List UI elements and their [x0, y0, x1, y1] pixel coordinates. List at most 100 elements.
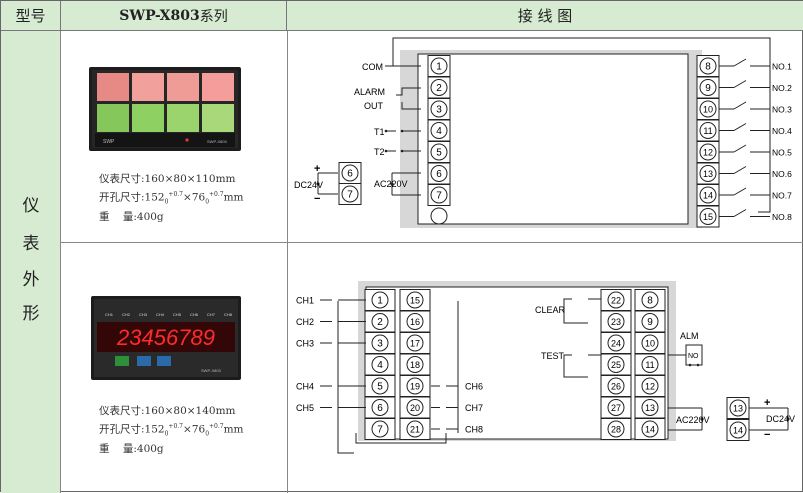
ch-label-left: CH3 [296, 339, 314, 349]
side-char-1: 仪 [22, 196, 40, 216]
ch-label-left: CH1 [296, 296, 314, 306]
row2-size-value: 160×80×140mm [144, 405, 236, 417]
led-block [132, 73, 164, 101]
led-block [167, 104, 199, 132]
terminal-1-number: 1 [436, 62, 442, 73]
dc-minus-label: − [314, 193, 320, 205]
header-wiring-label: 接 线 图 [517, 7, 573, 25]
terminal-5: 5 [427, 141, 451, 163]
ac220v-label: AC220V [374, 179, 408, 189]
side-column [1, 31, 61, 493]
terminal-14-number: 14 [703, 191, 713, 201]
row2-hole-w: 152 [144, 423, 165, 436]
row2-hole-x: × [183, 423, 192, 436]
device-ch-label: CH7 [207, 312, 216, 317]
terminal-18: 18 [399, 353, 431, 376]
terminal-28-number: 28 [611, 425, 621, 435]
svg-text:SWP: SWP [103, 139, 115, 145]
terminal-4: 4 [427, 119, 451, 142]
terminal-23: 23 [600, 310, 632, 333]
terminal-9: 9 [696, 76, 720, 99]
row2-specs: 仪表尺寸:160×80×140mm 开孔尺寸:1520+0.7×760+0.7m… [99, 404, 244, 457]
ch-label-right: CH8 [465, 425, 483, 435]
t1-label: T1 [374, 127, 385, 137]
row1-weight-value: 400g [136, 210, 164, 223]
terminal-13: 13 [634, 396, 666, 419]
row1-hole-w: 152 [144, 191, 165, 204]
header-series-model: SWP-X803 [119, 7, 200, 24]
alarm-label: ALARM [354, 87, 385, 97]
terminal-9-number: 9 [647, 317, 653, 328]
terminal-9-number: 9 [705, 83, 711, 94]
terminal-18-number: 18 [410, 360, 420, 370]
row2-hole-label: 开孔尺寸: [99, 423, 145, 436]
terminal-12-number: 12 [645, 382, 655, 392]
row1-size-label: 仪表尺寸: [99, 173, 145, 185]
row2-hole-h-tol-sup: +0.7 [209, 423, 224, 430]
terminal-20-number: 20 [410, 403, 420, 413]
row2-hole-h: 76 [191, 423, 206, 436]
terminal-21-number: 21 [410, 425, 420, 435]
header-model-label: 型号 [15, 7, 46, 25]
dc-terminal-6-number: 6 [347, 169, 353, 180]
dc24v-label: DC24V [294, 180, 323, 190]
terminal-7-number: 7 [436, 191, 442, 202]
terminal-26-number: 26 [611, 382, 621, 392]
side-char-4: 形 [22, 304, 40, 324]
terminal-20: 20 [399, 396, 431, 419]
terminal-15-number: 15 [703, 212, 713, 222]
terminal-5: 5 [364, 375, 396, 397]
alm-no-label: NO [688, 353, 699, 360]
row1-weight: 重 量:400g [99, 210, 244, 225]
side-char-3: 外 [22, 270, 40, 290]
terminal-4: 4 [364, 353, 396, 376]
terminal-2-number: 2 [436, 83, 442, 94]
ch-label-left: CH4 [296, 382, 314, 392]
ch-label-right: CH7 [465, 403, 483, 413]
terminal-blank [430, 207, 448, 225]
row2-hole-w-tol-sub: 0 [164, 430, 169, 438]
header-series-suffix: 系列 [199, 8, 228, 25]
dc-plus-label-2: + [764, 397, 770, 409]
ch-label-left: CH2 [296, 317, 314, 327]
ch-label-left: CH5 [296, 403, 314, 413]
terminal-27: 27 [600, 396, 632, 419]
terminal-3-number: 3 [436, 105, 442, 116]
row2-size-label: 仪表尺寸: [99, 405, 145, 417]
row1-size-value: 160×80×110mm [144, 173, 236, 185]
device-ch-label: CH8 [224, 312, 233, 317]
t2-label: T2 [374, 147, 385, 157]
terminal-4-number: 4 [436, 126, 442, 137]
terminal-11: 11 [696, 119, 720, 142]
terminal-25: 25 [600, 353, 632, 376]
dc-terminal-13-number: 13 [733, 404, 743, 414]
terminal-15: 15 [399, 289, 431, 311]
dc-terminal-13: 13 [726, 397, 750, 419]
led-block [202, 73, 234, 101]
terminal-3: 3 [427, 98, 451, 120]
terminal-13-number: 13 [645, 403, 655, 413]
terminal-24: 24 [600, 332, 632, 354]
terminal-21: 21 [399, 418, 431, 440]
side-char-2: 表 [22, 234, 40, 254]
terminal-8-number: 8 [705, 62, 711, 73]
led-block [202, 104, 234, 132]
terminal-12: 12 [634, 375, 666, 397]
terminal-24-number: 24 [611, 339, 621, 349]
row1-hole-w-tol-sub: 0 [164, 198, 169, 206]
device-ch-label: CH5 [173, 312, 182, 317]
terminal-14: 14 [696, 184, 720, 206]
terminal-13: 13 [696, 162, 720, 185]
led-block [97, 73, 129, 101]
led-block [97, 104, 129, 132]
terminal-15-number: 15 [410, 296, 420, 306]
header-wiring: 接 线 图 [287, 1, 803, 31]
terminal-2: 2 [364, 310, 396, 333]
row2-size: 仪表尺寸:160×80×140mm [99, 404, 244, 419]
bargraph-meter-image: SWP SWP-X803 [89, 67, 241, 151]
header-model: 型号 [1, 1, 61, 31]
alm-label: ALM [680, 331, 699, 341]
terminal-1: 1 [364, 289, 396, 311]
output-7: NO.7 [772, 191, 792, 201]
